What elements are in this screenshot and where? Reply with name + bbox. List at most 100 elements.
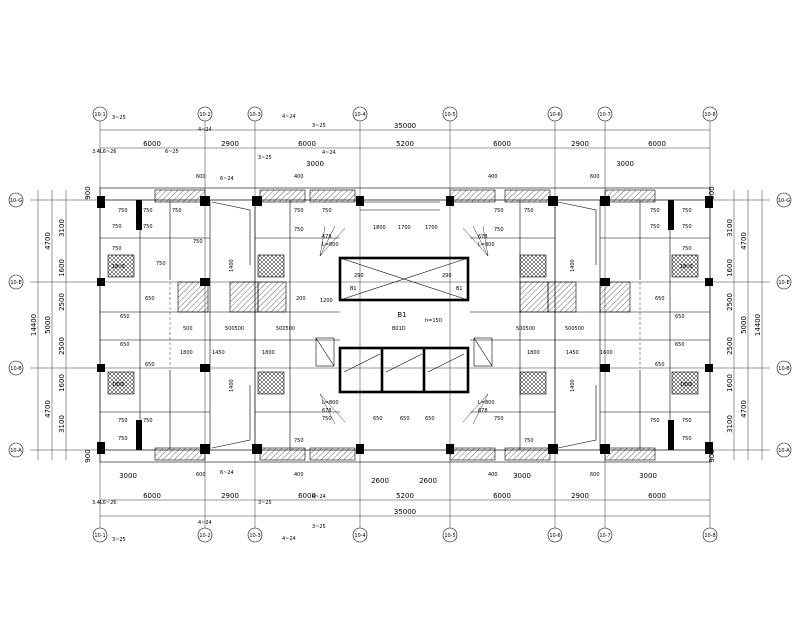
axis-label: 10-1	[94, 533, 105, 539]
dim-left-outer: 14400	[30, 314, 38, 336]
dim-label: 500500	[225, 326, 244, 332]
dim-label: 750	[294, 438, 304, 444]
dim-label: 750	[650, 224, 660, 230]
hatched-walls	[107, 189, 699, 461]
axis-bubble-top-5: 10-5	[442, 106, 458, 122]
dim-label: 750	[682, 246, 692, 252]
columns	[97, 196, 713, 454]
dim-bottom-small-3: 2600	[419, 477, 437, 485]
dim-label: 750	[524, 208, 534, 214]
dim-label: 1600	[600, 350, 613, 356]
dim-top-6: 2900	[571, 140, 589, 148]
axis-bubble-left-4: 10-A	[8, 442, 24, 458]
dim-left-small-2: 900	[84, 449, 92, 462]
dim-label: 500500	[565, 326, 584, 332]
dim-label: 678	[322, 234, 332, 240]
dim-label: 750	[494, 416, 504, 422]
dim-label: 1400	[570, 259, 576, 272]
beam-note: 4~24	[198, 520, 212, 526]
axis-bubble-top-8: 10-8	[702, 106, 718, 122]
dim-label: 750	[650, 208, 660, 214]
dim-right-in-2: 1600	[726, 259, 734, 277]
axis-label: 10-A	[10, 448, 22, 454]
core-label-290-right: 290	[442, 273, 452, 279]
axis-label: 10-5	[444, 112, 455, 118]
dimensions-bottom: 6000 2900 6000 5200 6000 2900 6000 35000…	[100, 472, 710, 517]
dim-top-3: 6000	[298, 140, 316, 148]
dim-left-mid-1: 4700	[44, 232, 52, 250]
room-dim-labels: 750 750 750 750 750 750 750 750 1800 500…	[112, 174, 693, 478]
dim-label: 650	[400, 416, 410, 422]
dim-top-2: 2900	[221, 140, 239, 148]
beam-note: 3~25	[312, 123, 326, 129]
dim-label: 750	[143, 208, 153, 214]
dim-label: 600	[590, 472, 600, 478]
core-label-290-left: 290	[354, 273, 364, 279]
dim-bottom-7: 6000	[648, 492, 666, 500]
dim-label: 1800	[527, 350, 540, 356]
dim-label: 650	[655, 296, 665, 302]
dimensions-left: 14400 4700 5000 4700 3100 1600 2500 2500…	[30, 186, 92, 462]
dim-label: 650	[675, 314, 685, 320]
dim-right-small-2: 900	[708, 449, 716, 462]
dim-label: 1800	[373, 225, 386, 231]
dim-label: 600	[196, 472, 206, 478]
dim-right-mid-2: 5000	[740, 316, 748, 334]
dim-label: 678	[478, 234, 488, 240]
axis-label: 10-8	[704, 533, 715, 539]
axis-bubble-left-1: 10-G	[8, 192, 24, 208]
axis-label: 10-8	[704, 112, 715, 118]
dim-label: 1800	[680, 264, 693, 270]
dim-label: 1450	[566, 350, 579, 356]
dim-left-in-6: 3100	[58, 415, 66, 433]
axis-bubble-bottom-6: 10-6	[547, 527, 563, 543]
axis-bubble-bottom-2: 10-2	[197, 527, 213, 543]
axis-bubble-right-1: 10-G	[776, 192, 792, 208]
dim-bottom-3: 6000	[298, 492, 316, 500]
dim-label: 750	[494, 227, 504, 233]
beam-note: 6~25	[165, 149, 179, 155]
dim-label: 1800	[180, 350, 193, 356]
core-label-1200: 1200	[320, 298, 333, 304]
dim-label: 750	[143, 224, 153, 230]
dim-label: 750	[118, 418, 128, 424]
dim-label: L=800	[322, 400, 339, 406]
core-label-b1-left: B1	[350, 286, 357, 292]
dim-right-in-6: 3100	[726, 415, 734, 433]
dim-label: 1450	[212, 350, 225, 356]
axis-label: 10-4	[354, 112, 365, 118]
axis-label: 10-3	[249, 533, 260, 539]
partitions	[100, 200, 710, 450]
dim-label: L=800	[478, 400, 495, 406]
dim-right-mid-1: 4700	[740, 232, 748, 250]
axis-label: 10-2	[199, 533, 210, 539]
dim-label: 750	[494, 208, 504, 214]
axis-bubble-right-4: 10-A	[776, 442, 792, 458]
axis-bubble-top-2: 10-2	[197, 106, 213, 122]
dim-label: 650	[145, 362, 155, 368]
dim-right-in-1: 3100	[726, 219, 734, 237]
axis-bubble-bottom-1: 10-1	[92, 527, 108, 543]
axis-bubble-top-7: 10-7	[597, 106, 613, 122]
dim-left-mid-3: 4700	[44, 400, 52, 418]
beam-note: 4~24	[322, 150, 336, 156]
dim-label: 650	[675, 342, 685, 348]
dim-label: 650	[425, 416, 435, 422]
axis-bubble-right-3: 10-B	[776, 360, 792, 376]
dim-right-in-3: 2500	[726, 293, 734, 311]
dim-left-in-3: 2500	[58, 293, 66, 311]
dim-label: 750	[294, 208, 304, 214]
dim-label: 678	[478, 408, 488, 414]
dim-label: 650	[655, 362, 665, 368]
beam-note: 3~25	[258, 500, 272, 506]
dim-label: 500500	[516, 326, 535, 332]
beam-note: 4~24	[312, 494, 326, 500]
axis-label: 10-E	[778, 280, 789, 286]
dim-label: 1800	[112, 264, 125, 270]
dim-bottom-1: 6000	[143, 492, 161, 500]
beam-note: 6~24	[220, 470, 234, 476]
dim-label: 400	[294, 472, 304, 478]
beam-note: 6~24	[220, 176, 234, 182]
dim-label: 750	[112, 224, 122, 230]
